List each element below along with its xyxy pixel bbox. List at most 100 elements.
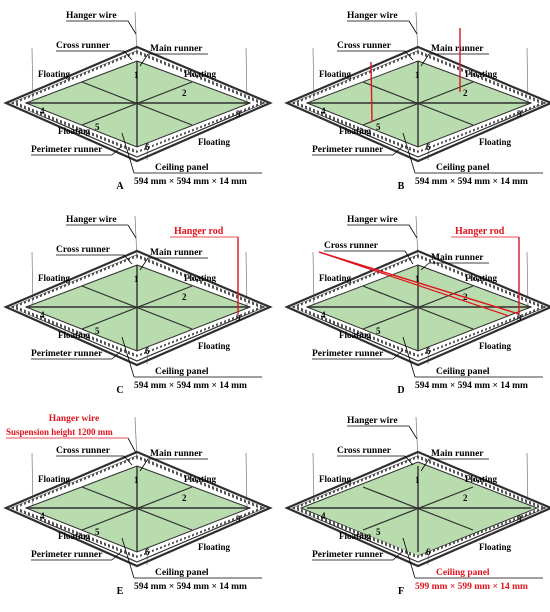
hanger-wire-leader [127, 437, 137, 454]
runner-band [294, 456, 419, 509]
label-floating-sw: Floating [339, 531, 372, 541]
runner-band [136, 507, 263, 558]
label-floating-se: Floating [479, 542, 512, 552]
hanger-rod-diagonal-red [318, 251, 520, 315]
label-perimeter-runner: Perimeter runner [312, 550, 384, 560]
label-ceiling-panel: Ceiling panel [155, 568, 209, 578]
label-floating-sw: Floating [58, 330, 91, 340]
point-number-4: 4 [40, 310, 45, 320]
point-number-6: 6 [426, 142, 431, 152]
point-number-3: 3 [517, 313, 522, 323]
label-main-runner: Main runner [150, 44, 203, 54]
label-main-runner: Main runner [431, 449, 484, 459]
label-floating-ne: Floating [184, 273, 217, 283]
ceiling-panel-leader [402, 132, 416, 174]
label-perimeter-runner: Perimeter runner [312, 145, 384, 155]
label-ceiling-panel: Ceiling panel [155, 163, 209, 173]
perimeter-frame-outer [284, 45, 550, 163]
label-hanger-wire: Hanger wire [49, 414, 100, 424]
label-panel-dimensions: 594 mm × 594 mm × 14 mm [415, 177, 528, 187]
label-hanger-wire: Hanger wire [347, 416, 398, 426]
runner-band [294, 101, 419, 154]
label-panel-dimensions: 594 mm × 594 mm × 14 mm [134, 381, 247, 391]
point-number-5: 5 [376, 122, 381, 132]
runner-band [13, 305, 138, 358]
cross-runner-leader [404, 455, 414, 466]
label-floating-se: Floating [479, 341, 512, 351]
label-hanger-rod: Hanger rod [455, 226, 505, 237]
perimeter-frame-outer [3, 450, 273, 568]
label-floating-ne: Floating [465, 69, 498, 79]
hanger-wire-leader [127, 224, 137, 239]
label-floating-se: Floating [198, 137, 231, 147]
point-number-6: 6 [426, 547, 431, 557]
label-floating-sw: Floating [339, 330, 372, 340]
label-cross-runner: Cross runner [324, 241, 379, 251]
label-floating-nw: Floating [38, 69, 71, 79]
label-hanger-wire: Hanger wire [66, 11, 117, 21]
perimeter-frame-outer [284, 450, 550, 568]
label-panel-dimensions: 599 mm × 599 mm × 14 mm [415, 582, 528, 592]
ceiling-panel-leader [121, 132, 135, 174]
point-number-1: 1 [134, 475, 139, 485]
point-number-5: 5 [95, 326, 100, 336]
point-number-4: 4 [40, 106, 45, 116]
runner-diagonal [81, 81, 193, 126]
label-floating-ne: Floating [465, 273, 498, 283]
main-runner-leader [420, 262, 430, 271]
point-number-2: 2 [182, 88, 187, 98]
main-runner-leader [139, 458, 149, 472]
point-number-2: 2 [463, 493, 468, 503]
label-hanger-wire: Hanger wire [347, 11, 398, 21]
label-suspension-height: Suspension height 1200 mm [6, 427, 113, 437]
perimeter-runner-leader [111, 550, 123, 561]
main-runner-leader [420, 458, 430, 472]
runner-band [294, 51, 419, 104]
runner-band [136, 50, 263, 105]
label-perimeter-runner: Perimeter runner [312, 349, 384, 359]
label-floating-ne: Floating [184, 474, 217, 484]
ceiling-panel-leader [121, 336, 135, 378]
main-runner-leader [139, 257, 149, 271]
ceiling-panel-leader [121, 537, 135, 579]
point-number-1: 1 [134, 274, 139, 284]
perimeter-runner-leader [392, 349, 404, 360]
label-floating-ne: Floating [184, 69, 217, 79]
label-floating-ne: Floating [465, 474, 498, 484]
panel-letter: C [116, 385, 123, 396]
runner-band [136, 455, 263, 510]
label-floating-nw: Floating [319, 474, 352, 484]
label-ceiling-panel: Ceiling panel [436, 163, 490, 173]
perimeter-frame-outer [3, 249, 273, 367]
point-number-1: 1 [415, 70, 420, 80]
label-floating-nw: Floating [38, 474, 71, 484]
label-hanger-rod: Hanger rod [174, 226, 224, 237]
runner-band [136, 102, 263, 153]
label-hanger-wire: Hanger wire [66, 215, 117, 225]
hanger-rod-red [370, 61, 373, 123]
point-number-3: 3 [517, 109, 522, 119]
runner-diagonal [362, 285, 474, 330]
runner-band [13, 506, 138, 559]
label-panel-dimensions: 594 mm × 594 mm × 14 mm [134, 582, 247, 592]
runner-band [417, 254, 544, 309]
point-number-3: 3 [517, 514, 522, 524]
runner-band [136, 306, 263, 357]
perimeter-runner-leader [392, 145, 404, 156]
runner-band [294, 506, 419, 559]
cross-runner-leader [404, 250, 414, 265]
cross-runner-leader [123, 50, 133, 61]
point-number-6: 6 [145, 142, 150, 152]
point-number-3: 3 [236, 313, 241, 323]
panel-letter: E [117, 586, 124, 597]
point-number-4: 4 [321, 511, 326, 521]
label-main-runner: Main runner [150, 449, 203, 459]
point-number-3: 3 [236, 109, 241, 119]
label-floating-nw: Floating [319, 69, 352, 79]
point-number-6: 6 [426, 346, 431, 356]
